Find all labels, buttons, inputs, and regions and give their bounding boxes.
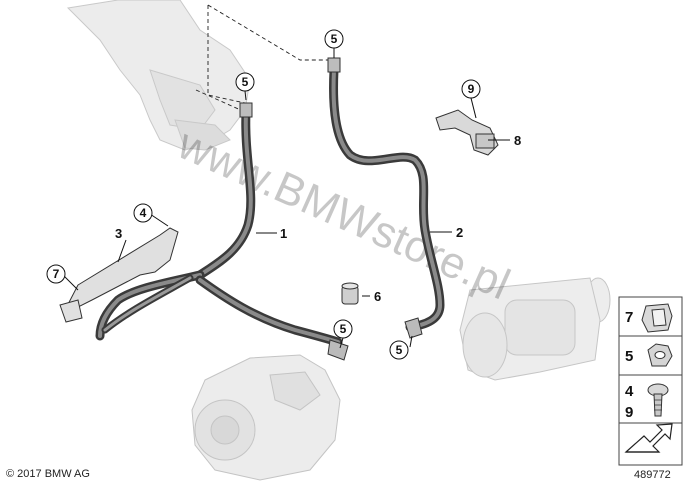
- copyright-text: © 2017 BMW AG: [6, 468, 90, 480]
- reference-dashed-lines: [195, 4, 330, 113]
- callout-3: 3: [115, 226, 122, 241]
- callout-5-top-right: 5: [324, 29, 344, 49]
- alternator-illustration: [191, 354, 341, 481]
- legend-number-4: 4: [625, 383, 634, 400]
- cable-1-top-terminal: [239, 102, 253, 118]
- bracket-8: [435, 109, 499, 156]
- callout-7: 7: [46, 264, 66, 284]
- svg-text:5: 5: [396, 343, 403, 357]
- callout-2: 2: [456, 225, 463, 240]
- direction-arrow-icon: [624, 423, 673, 453]
- legend-number-7: 7: [625, 309, 633, 326]
- callout-8: 8: [514, 133, 521, 148]
- callout-6: 6: [374, 289, 381, 304]
- legend-number-9: 9: [625, 404, 633, 421]
- engine-bracket-illustration: [66, 0, 251, 151]
- svg-text:5: 5: [331, 32, 338, 46]
- bracket-3: [59, 227, 179, 323]
- cable-2-lug: [404, 317, 423, 339]
- svg-text:5: 5: [340, 322, 347, 336]
- cable-2: [329, 65, 445, 332]
- cable-1: [95, 107, 343, 347]
- alternator-lug: [327, 339, 349, 361]
- cable-2-top-terminal: [327, 57, 341, 73]
- svg-text:7: 7: [53, 267, 60, 281]
- svg-text:9: 9: [468, 82, 475, 96]
- callout-5-starter: 5: [389, 340, 409, 360]
- hex-nut-icon: [647, 343, 673, 367]
- callout-5-top-left: 5: [235, 72, 255, 92]
- svg-text:4: 4: [140, 206, 147, 220]
- callout-leader-lines: [63, 48, 510, 349]
- svg-text:5: 5: [242, 75, 249, 89]
- callout-5-alternator: 5: [333, 319, 353, 339]
- starter-motor-illustration: [459, 277, 611, 381]
- callout-4: 4: [133, 203, 153, 223]
- callout-1: 1: [280, 226, 287, 241]
- clip-nut-icon: [641, 303, 673, 333]
- callout-9: 9: [461, 79, 481, 99]
- torx-screw-icon: [647, 383, 669, 417]
- legend-number-5: 5: [625, 348, 633, 365]
- terminal-cap-6: [341, 282, 359, 305]
- diagram-id: 489772: [634, 469, 671, 481]
- parts-legend: 7 5 4 9: [618, 296, 683, 466]
